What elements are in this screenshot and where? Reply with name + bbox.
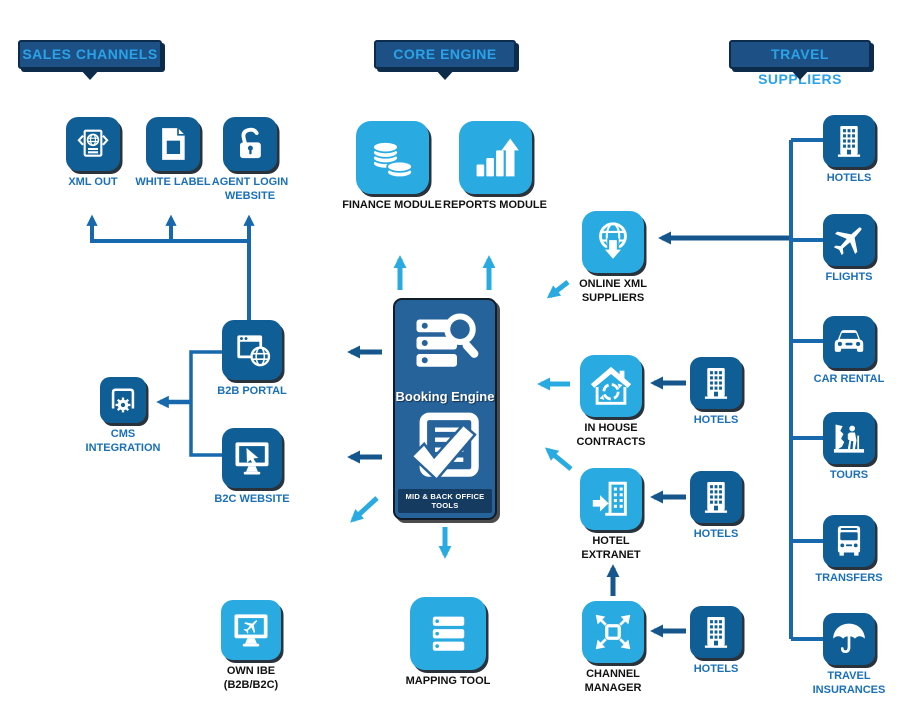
node-finance-module: FINANCE MODULE [336,121,448,213]
mapping-tool-label: MAPPING TOOL [405,675,491,687]
agent-login-label: AGENT LOGIN WEBSITE [211,176,289,202]
node-supplier-travel-insurances: TRAVEL INSURANCES [797,613,900,698]
bar-chart-icon [458,121,532,194]
node-supplier-tours: TOURS [797,412,900,483]
b2b-portal-label: B2B PORTAL [217,385,287,397]
arrow-extranet-to-booking [544,447,573,471]
supplier-transfers-label: TRANSFERS [815,572,883,584]
browser-globe-icon [222,320,282,380]
banner-sales-channels: SALES CHANNELS [18,40,162,80]
supplier-flights-label: FLIGHTS [825,271,873,283]
node-reports-module: REPORTS MODULE [439,121,551,213]
building-icon [690,471,742,523]
white-label-label: WHITE LABEL [135,176,211,188]
reports-module-label: REPORTS MODULE [443,199,547,211]
booking-engine-title: Booking Engine [395,389,495,404]
online-xml-suppliers-label: ONLINE XML SUPPLIERS [579,278,647,304]
cms-integration-label: CMS INTEGRATION [85,428,161,454]
node-cms-integration: CMS INTEGRATION [71,377,175,456]
hotels-3-label: HOTELS [693,663,739,675]
supplier-car-rental-label: CAR RENTAL [813,373,885,385]
node-mapping-tool: MAPPING TOOL [392,597,504,689]
supplier-travel-insurances-label: TRAVEL INSURANCES [812,670,886,696]
in-house-contracts-label: IN HOUSE CONTRACTS [576,422,646,448]
channel-manager-label: CHANNEL MANAGER [584,668,642,694]
checklist-icon [405,406,485,495]
mid-back-office-label: MID & BACK OFFICE TOOLS [398,489,492,513]
node-channel-manager: CHANNEL MANAGER [561,601,665,696]
monitor-plane-icon [221,600,281,660]
node-supplier-hotels: HOTELS [797,115,900,186]
building-icon [690,357,742,409]
building-icon [690,606,742,658]
open-padlock-icon [223,117,277,171]
document-icon [146,117,200,171]
node-booking-engine: Booking Engine MID & BACK OFFICE TOOLS [393,298,497,520]
node-white-label: WHITE LABEL [121,117,225,190]
hotels-1-label: HOTELS [693,414,739,426]
node-supplier-flights: FLIGHTS [797,214,900,285]
node-hotels-2: HOTELS [664,471,768,542]
node-xml-out: XML OUT [41,117,145,190]
banner-travel-suppliers: TRAVEL SUPPLIERS [729,40,871,87]
globe-download-icon [582,211,644,273]
node-agent-login: AGENT LOGIN WEBSITE [198,117,302,204]
arrow-online-xml-to-booking [546,280,570,299]
document-globe-icon [66,117,120,171]
hiker-icon [823,412,875,464]
building-icon [823,115,875,167]
plane-icon [823,214,875,266]
supplier-hotels-label: HOTELS [826,172,872,184]
node-hotels-3: HOTELS [664,606,768,677]
distribution-icon [582,601,644,663]
bus-icon [823,515,875,567]
umbrella-icon [823,613,875,665]
node-in-house-contracts: IN HOUSE CONTRACTS [559,355,663,450]
node-supplier-car-rental: CAR RENTAL [797,316,900,387]
own-ibe-label: OWN IBE (B2B/B2C) [223,665,279,691]
building-arrow-in-icon [580,468,642,530]
supplier-tours-label: TOURS [829,469,869,481]
finance-module-label: FINANCE MODULE [342,199,442,211]
node-supplier-transfers: TRANSFERS [797,515,900,586]
xml-out-label: XML OUT [68,176,118,188]
server-search-icon [408,309,482,386]
arrow-booking-to-own-ibe [350,496,379,523]
coins-icon [355,121,429,194]
notebook-icon [410,597,486,670]
banner-core-engine: CORE ENGINE [374,40,516,80]
hotel-extranet-label: HOTEL EXTRANET [581,535,641,561]
node-own-ibe: OWN IBE (B2B/B2C) [199,600,303,693]
monitor-cursor-icon [222,428,282,488]
house-sync-icon [580,355,642,417]
hotels-2-label: HOTELS [693,528,739,540]
node-b2b-portal: B2B PORTAL [200,320,304,399]
node-hotels-1: HOTELS [664,357,768,428]
node-hotel-extranet: HOTEL EXTRANET [559,468,663,563]
node-b2c-website: B2C WEBSITE [200,428,304,507]
node-online-xml-suppliers: ONLINE XML SUPPLIERS [561,211,665,306]
gear-slot-icon [100,377,146,423]
car-icon [823,316,875,368]
b2c-website-label: B2C WEBSITE [214,493,290,505]
